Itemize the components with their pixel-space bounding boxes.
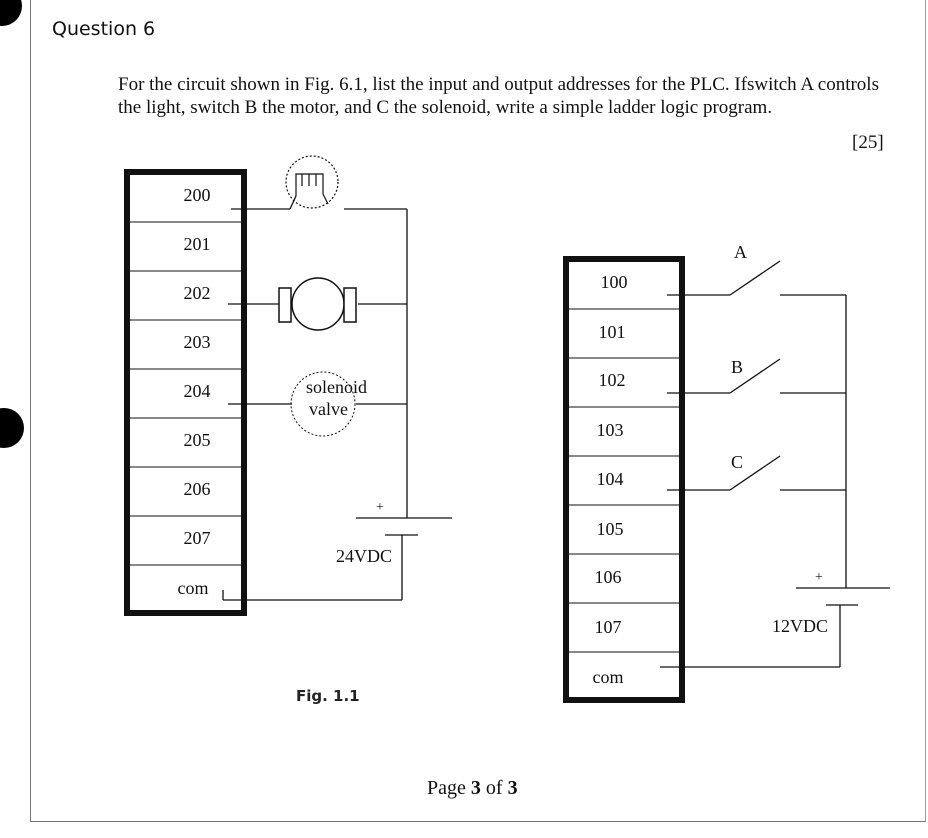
- input-module: [563, 256, 685, 703]
- question-heading: Question 6: [52, 18, 156, 40]
- input-terminal-101: 101: [599, 322, 626, 342]
- battery-24v: + 24VDC: [336, 500, 452, 566]
- input-wiring: [660, 260, 847, 668]
- input-terminal-107: 107: [595, 617, 622, 637]
- binder-hole-top: [0, 0, 22, 26]
- input-terminal-105: 105: [597, 519, 624, 539]
- battery-12v: + 12VDC: [772, 570, 890, 636]
- input-terminal-com: com: [593, 667, 624, 687]
- output-wiring: [222, 195, 408, 601]
- solenoid-label: solenoid: [306, 377, 367, 397]
- question-text: For the circuit shown in Fig. 6.1, list …: [118, 74, 879, 118]
- battery-12v-plus: +: [815, 570, 823, 585]
- battery-24v-label: 24VDC: [336, 546, 392, 566]
- output-terminal-203: 203: [184, 332, 211, 352]
- solenoid-valve-symbol: solenoid valve: [290, 371, 367, 437]
- input-terminal-104: 104: [597, 469, 624, 489]
- output-terminal-206: 206: [184, 479, 211, 499]
- figure-caption: Fig. 1.1: [296, 687, 360, 705]
- output-terminal-205: 205: [184, 430, 211, 450]
- switch-labels: A B C: [731, 242, 747, 472]
- battery-12v-label: 12VDC: [772, 616, 828, 636]
- question-marks: [25]: [852, 132, 884, 153]
- output-terminal-202: 202: [184, 283, 211, 303]
- page-footer: Page 3 of 3: [427, 777, 518, 800]
- battery-24v-plus: +: [376, 500, 384, 515]
- switch-c-label: C: [731, 452, 743, 472]
- input-terminal-labels: 100 101 102 103 104 105 106 107 com: [593, 272, 628, 687]
- lamp-symbol: [285, 155, 339, 209]
- page-current: 3: [470, 777, 481, 799]
- output-module: [124, 169, 247, 616]
- input-terminal-100: 100: [601, 272, 628, 292]
- page-total: 3: [507, 777, 518, 799]
- output-terminal-201: 201: [184, 234, 211, 254]
- output-terminal-labels: 200 201 202 203 204 205 206 207 com: [178, 185, 211, 598]
- output-terminal-204: 204: [184, 381, 211, 401]
- switch-a-label: A: [734, 242, 747, 262]
- input-terminal-106: 106: [595, 567, 622, 587]
- input-terminal-103: 103: [597, 420, 624, 440]
- output-terminal-200: 200: [184, 185, 211, 205]
- switch-b-label: B: [731, 357, 743, 377]
- output-terminal-com: com: [178, 578, 209, 598]
- input-terminal-102: 102: [599, 370, 626, 390]
- motor-symbol: [278, 277, 357, 331]
- page-middle: of: [485, 777, 503, 799]
- output-terminal-207: 207: [184, 528, 211, 548]
- page-prefix: Page: [427, 777, 466, 799]
- valve-label: valve: [309, 399, 348, 419]
- page-frame: [30, 0, 926, 822]
